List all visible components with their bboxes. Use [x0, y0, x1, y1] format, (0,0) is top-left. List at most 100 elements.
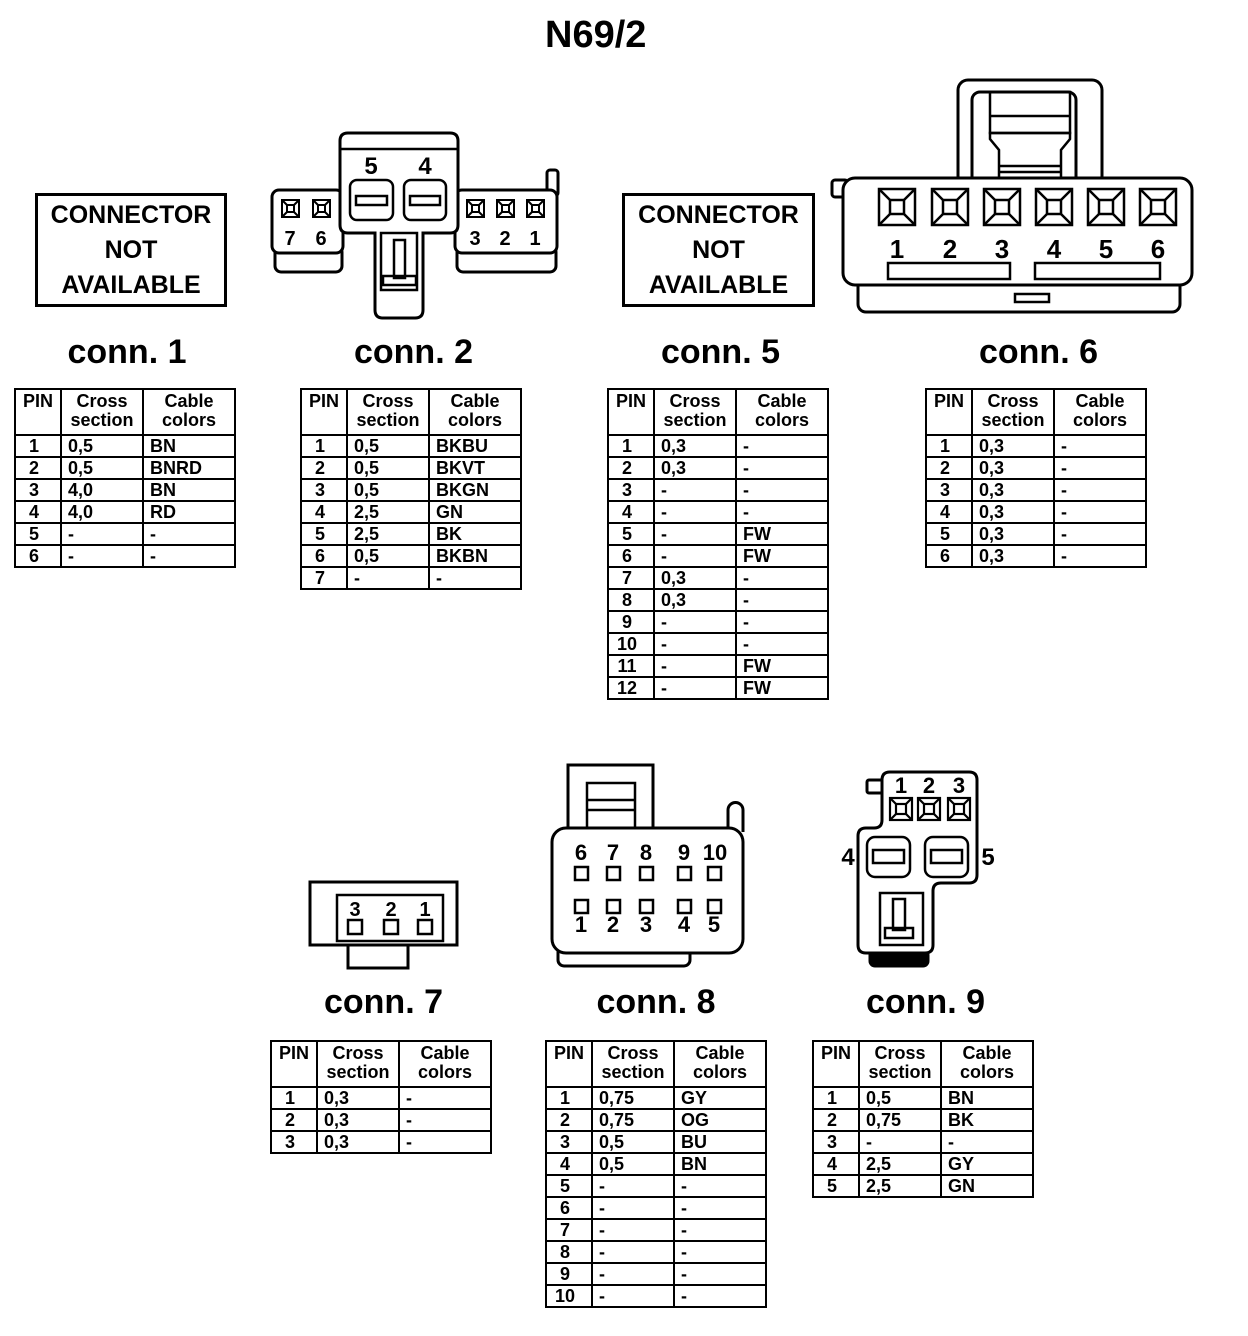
- conn6-pin-number: 6: [1151, 234, 1165, 264]
- conn2-pin-number: 2: [499, 228, 510, 250]
- pin-number-cell: 10: [545, 1284, 593, 1308]
- conn9-drawing: 1 2 3 4 5: [841, 770, 995, 968]
- cable-color-cell: BNRD: [142, 456, 236, 480]
- cross-section-cell: 0,3: [653, 434, 737, 458]
- cable-color-cell: GY: [940, 1152, 1034, 1176]
- cable-color-cell: RD: [142, 500, 236, 524]
- cross-section-cell: 0,5: [858, 1086, 942, 1110]
- cable-color-cell: -: [673, 1174, 767, 1198]
- pin-number-cell: 5: [607, 522, 655, 546]
- col-header-cross-section: Cross section: [60, 388, 144, 436]
- cable-color-cell: -: [398, 1108, 492, 1132]
- pin-number-cell: 4: [607, 500, 655, 524]
- cross-section-cell: 0,75: [591, 1108, 675, 1132]
- conn2-pin-number: 1: [529, 228, 540, 250]
- conn2-pin-number: 4: [418, 153, 432, 180]
- cable-color-cell: -: [1053, 522, 1147, 546]
- cross-section-cell: 0,3: [316, 1108, 400, 1132]
- cross-section-cell: -: [591, 1262, 675, 1286]
- col-header-cross-section: Cross section: [591, 1040, 675, 1088]
- cross-section-cell: -: [591, 1218, 675, 1242]
- cable-color-cell: -: [673, 1240, 767, 1264]
- conn9-pin-number: 3: [953, 773, 965, 798]
- pin-number-cell: 8: [607, 588, 655, 612]
- cable-color-cell: -: [735, 434, 829, 458]
- cross-section-cell: 0,5: [591, 1152, 675, 1176]
- cross-section-cell: -: [60, 544, 144, 568]
- cross-section-cell: 0,5: [346, 456, 430, 480]
- cable-color-cell: BN: [142, 478, 236, 502]
- cross-section-cell: 4,0: [60, 500, 144, 524]
- pin-row: 9--: [545, 1262, 767, 1286]
- cross-section-cell: 0,5: [60, 434, 144, 458]
- cross-section-cell: 0,75: [591, 1086, 675, 1110]
- pin-number-cell: 3: [300, 478, 348, 502]
- pin-row: 6--: [14, 544, 236, 568]
- conn2-pin-number: 7: [284, 228, 295, 250]
- conn6-pin-number: 5: [1099, 234, 1113, 264]
- conn2-label: conn. 2: [353, 333, 474, 371]
- conn6-drawing: 1 2 3 4 5 6: [830, 78, 1194, 314]
- pin-row: 6-FW: [607, 544, 829, 568]
- cable-color-cell: -: [1053, 500, 1147, 524]
- col-header-cross-section: Cross section: [971, 388, 1055, 436]
- pin-row: 5--: [14, 522, 236, 546]
- cable-color-cell: FW: [735, 654, 829, 678]
- pin-row: 12-FW: [607, 676, 829, 700]
- cable-color-cell: BK: [428, 522, 522, 546]
- cross-section-cell: 0,3: [971, 500, 1055, 524]
- conn8-pin-number: 7: [607, 840, 619, 865]
- pin-number-cell: 2: [545, 1108, 593, 1132]
- conn9-pin-number: 2: [923, 773, 935, 798]
- cable-color-cell: FW: [735, 544, 829, 568]
- cross-section-cell: -: [653, 544, 737, 568]
- col-header-cable-colors: Cable colors: [142, 388, 236, 436]
- conn2-pin-number: 5: [364, 153, 377, 180]
- conn8-pin-number: 5: [708, 912, 720, 937]
- cable-color-cell: -: [398, 1130, 492, 1154]
- conn7-drawing: 3 2 1: [308, 880, 459, 970]
- cable-color-cell: -: [673, 1196, 767, 1220]
- cross-section-cell: -: [591, 1174, 675, 1198]
- pin-number-cell: 5: [300, 522, 348, 546]
- pin-number-cell: 6: [925, 544, 973, 568]
- cable-color-cell: BK: [940, 1108, 1034, 1132]
- pin-number-cell: 2: [812, 1108, 860, 1132]
- pin-number-cell: 11: [607, 654, 655, 678]
- pin-row: 9--: [607, 610, 829, 634]
- pin-number-cell: 1: [545, 1086, 593, 1110]
- conn7-pin-number: 3: [349, 899, 360, 921]
- cable-color-cell: FW: [735, 522, 829, 546]
- conn2-pin-number: 6: [315, 228, 326, 250]
- col-header-cross-section: Cross section: [653, 388, 737, 436]
- conn8-pin-number: 9: [678, 840, 690, 865]
- col-header-cable-colors: Cable colors: [940, 1040, 1034, 1088]
- conn1-label: conn. 1: [67, 333, 187, 371]
- pin-row: 10--: [607, 632, 829, 656]
- conn2-pin-number: 3: [469, 228, 480, 250]
- conn6-pin-number: 1: [890, 234, 904, 264]
- pin-number-cell: 7: [545, 1218, 593, 1242]
- pin-number-cell: 4: [545, 1152, 593, 1176]
- cross-section-cell: 0,5: [346, 478, 430, 502]
- cross-section-cell: 0,3: [971, 456, 1055, 480]
- cross-section-cell: -: [653, 610, 737, 634]
- conn8-pin-number: 3: [640, 912, 652, 937]
- page-title: N69/2: [545, 14, 647, 56]
- pin-number-cell: 4: [925, 500, 973, 524]
- cross-section-cell: -: [653, 676, 737, 700]
